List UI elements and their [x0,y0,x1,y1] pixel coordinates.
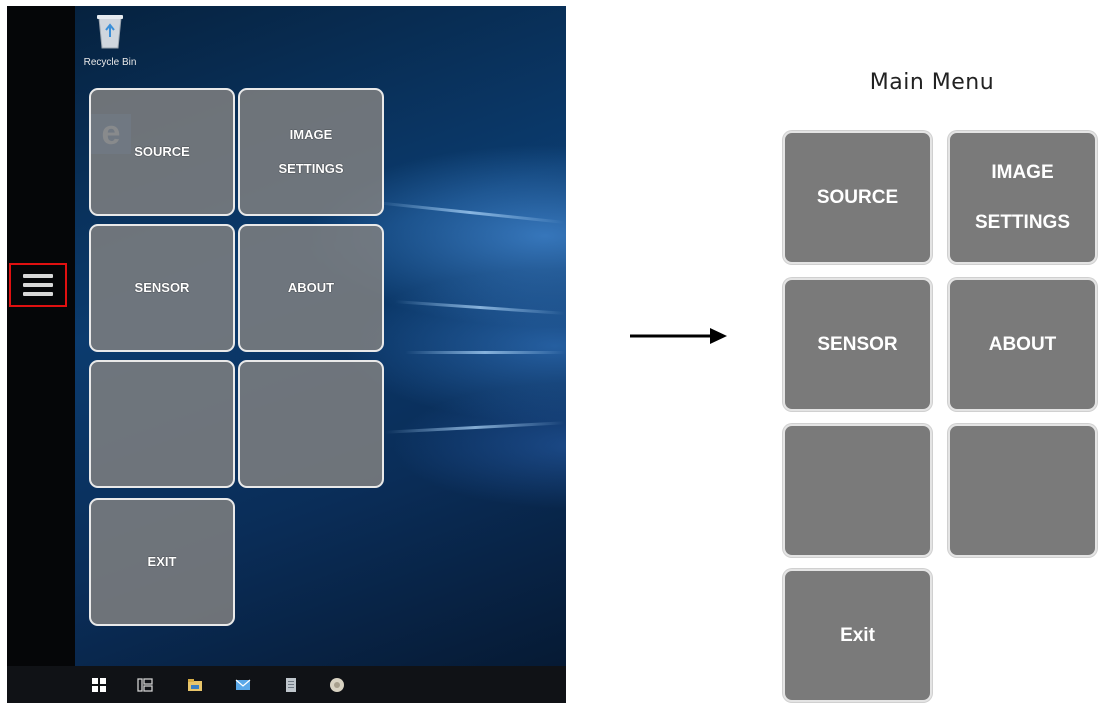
tile-label: Exit [840,624,875,646]
tile-label: EXIT [147,554,177,569]
taskbar [7,666,566,703]
menu-tile-empty[interactable] [783,424,932,557]
menu-tile-sensor[interactable]: SENSOR [783,278,932,411]
recycle-bin-shortcut[interactable]: Recycle Bin [79,12,141,68]
tile-empty[interactable] [89,360,235,488]
hamburger-line-icon [23,274,53,278]
recycle-bin-label: Recycle Bin [83,57,137,68]
tile-about[interactable]: ABOUT [238,224,384,352]
tile-empty[interactable] [238,360,384,488]
file-explorer-icon[interactable] [187,677,203,693]
desktop-screenshot: Recycle Bin e SOURCE IMAGE SETTINGS SENS… [7,6,566,703]
menu-tile-about[interactable]: ABOUT [948,278,1097,411]
hamburger-line-icon [23,292,53,296]
tile-source[interactable]: SOURCE [89,88,235,216]
app-sidebar [7,6,75,666]
document-icon[interactable] [283,677,299,693]
tile-label: SENSOR [817,333,898,355]
tile-sensor[interactable]: SENSOR [89,224,235,352]
tile-label: ABOUT [287,280,335,295]
task-view-icon[interactable] [137,677,153,693]
tile-label: SOURCE [134,144,190,159]
menu-tile-source[interactable]: SOURCE [783,131,932,264]
recycle-bin-icon [97,15,123,49]
menu-tile-exit[interactable]: Exit [783,569,932,702]
menu-tile-empty[interactable] [948,424,1097,557]
hamburger-menu-button[interactable] [9,263,67,307]
mail-icon[interactable] [235,677,251,693]
main-menu-title: Main Menu [869,70,995,95]
tile-label: IMAGE SETTINGS [278,127,344,176]
windows-start-icon[interactable] [91,677,107,693]
arrow-right-icon [630,328,727,344]
menu-tile-image-settings[interactable]: IMAGE SETTINGS [948,131,1097,264]
tile-image-settings[interactable]: IMAGE SETTINGS [238,88,384,216]
tile-exit[interactable]: EXIT [89,498,235,626]
tile-label: SENSOR [134,280,190,295]
tile-label: SOURCE [816,186,899,208]
tile-label: IMAGE SETTINGS [974,161,1070,233]
tile-label: ABOUT [988,333,1057,355]
hamburger-line-icon [23,283,53,287]
media-icon[interactable] [329,677,345,693]
